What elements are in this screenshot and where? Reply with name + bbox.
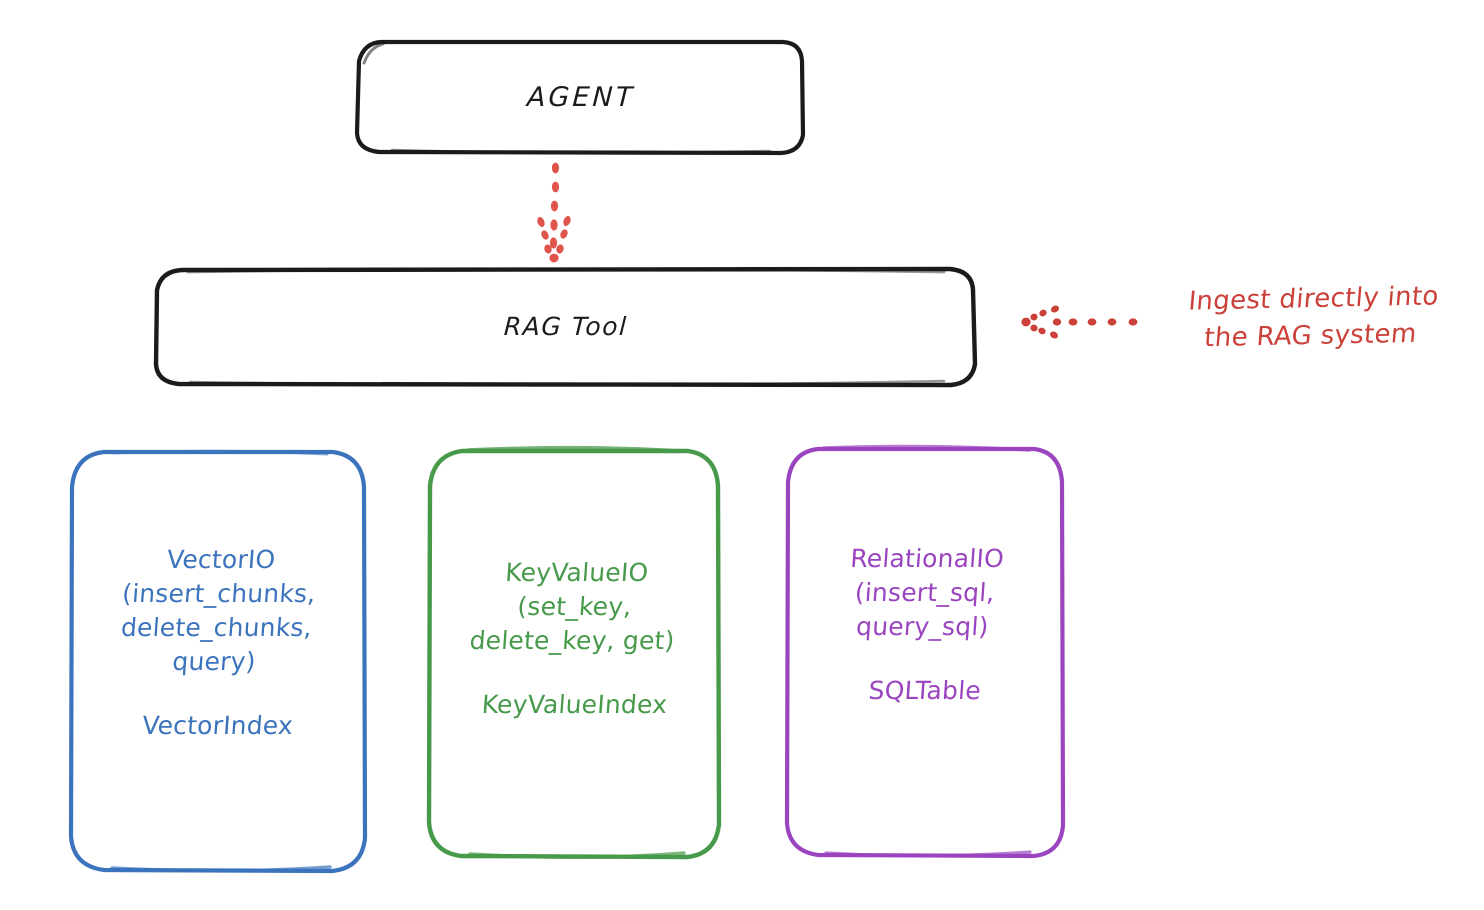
agent-to-rag-connector: [537, 162, 571, 263]
key-value-io-node-label: KeyValueIO (set_key, delete_key, get): [468, 558, 676, 655]
vector-io-node[interactable]: VectorIO (insert_chunks, delete_chunks, …: [70, 450, 366, 872]
relational-io-node-content: RelationalIO (insert_sql, query_sql) SQL…: [848, 542, 1006, 708]
relational-io-box-outline: [784, 444, 1066, 859]
relational-io-node-sublabel: SQLTable: [867, 676, 983, 705]
key-value-io-node-content: KeyValueIO (set_key, delete_key, get) Ke…: [468, 556, 677, 722]
vector-io-node-label: VectorIO (insert_chunks, delete_chunks, …: [120, 545, 317, 676]
key-value-io-node[interactable]: KeyValueIO (set_key, delete_key, get) Ke…: [428, 450, 720, 856]
rag-tool-box-outline: [153, 266, 978, 388]
key-value-io-box-outline: [426, 445, 722, 860]
key-value-io-node-sublabel: KeyValueIndex: [480, 690, 668, 719]
agent-box-outline: [354, 39, 806, 156]
vector-io-node-content: VectorIO (insert_chunks, delete_chunks, …: [120, 543, 316, 743]
relational-io-node[interactable]: RelationalIO (insert_sql, query_sql) SQL…: [786, 447, 1064, 855]
rag-tool-node-label: RAG Tool: [503, 312, 629, 342]
ingest-annotation-label: Ingest directly into the RAG system: [1187, 281, 1440, 354]
ingest-to-rag-connector: [1021, 305, 1138, 339]
vector-io-node-sublabel: VectorIndex: [141, 711, 295, 740]
agent-node[interactable]: AGENT: [356, 40, 806, 156]
relational-io-node-label: RelationalIO (insert_sql, query_sql): [849, 544, 1006, 641]
vector-io-box-outline: [68, 449, 368, 874]
agent-node-label: AGENT: [526, 82, 636, 114]
rag-tool-node[interactable]: RAG Tool: [155, 268, 977, 386]
